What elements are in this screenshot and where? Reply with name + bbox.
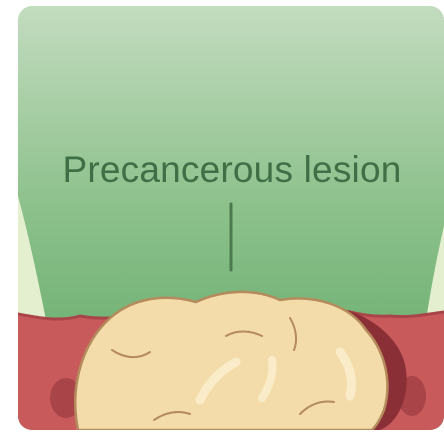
lesion-label: Precancerous lesion [20,148,444,192]
